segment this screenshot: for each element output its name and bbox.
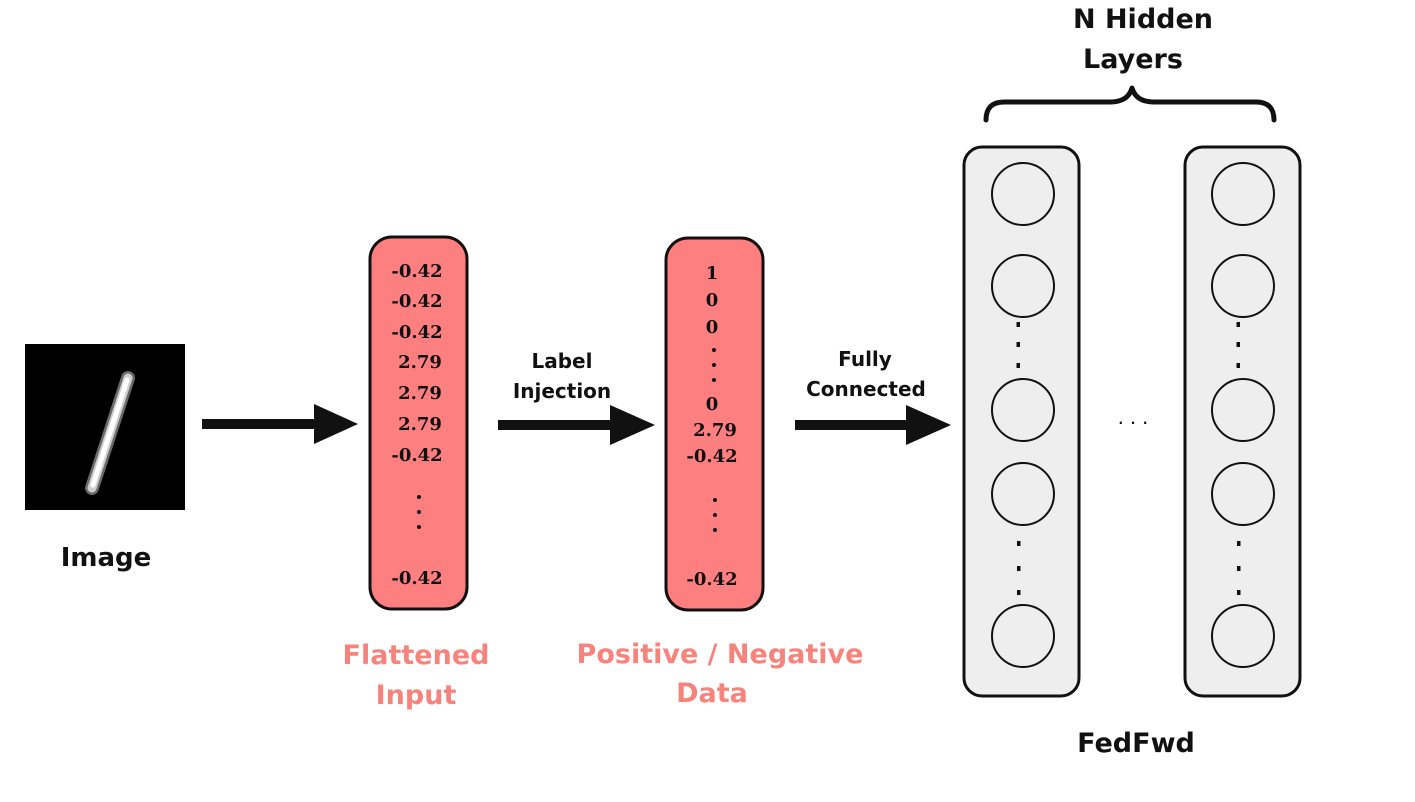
image-label: Image — [61, 543, 152, 573]
positive-negative-vector: 1 0 0 0 2.79 -0.42 -0.42 — [664, 236, 765, 612]
flat-value-1: -0.42 — [391, 261, 442, 282]
neuron — [1211, 162, 1275, 226]
pn-value-1: 1 — [706, 263, 719, 284]
fully-connected-line2: Connected — [806, 377, 926, 401]
fully-connected-line1: Fully — [838, 347, 892, 371]
neuron — [991, 254, 1055, 318]
neuron — [991, 604, 1055, 668]
hidden-layers-brace — [983, 85, 1277, 123]
neuron — [1211, 462, 1275, 526]
hidden-layers-title-line1: N Hidden — [1073, 4, 1213, 35]
arrow-fully-connected — [795, 405, 951, 445]
flat-value-2: -0.42 — [391, 291, 442, 312]
between-layers-ellipsis: . . . — [1118, 404, 1149, 429]
pn-value-5: 2.79 — [693, 420, 737, 441]
pn-value-2: 0 — [706, 290, 719, 311]
flattened-input-caption-line2: Input — [376, 680, 457, 711]
neuron — [1211, 604, 1275, 668]
fedfwd-caption: FedFwd — [1077, 728, 1195, 759]
pn-value-6: -0.42 — [686, 446, 737, 467]
pn-value-4: 0 — [706, 394, 719, 415]
neuron — [991, 462, 1055, 526]
pn-vertical-ellipsis-top — [712, 348, 716, 382]
flat-value-6: 2.79 — [398, 414, 442, 435]
flat-value-last: -0.42 — [391, 568, 442, 589]
layer1-ellipsis-top — [1016, 322, 1020, 368]
pos-neg-caption-line2: Data — [676, 678, 748, 709]
neuron — [1211, 254, 1275, 318]
pn-vertical-ellipsis-bottom — [713, 498, 717, 532]
hidden-layer-first — [962, 145, 1081, 698]
layer1-ellipsis-bottom — [1017, 541, 1021, 595]
label-injection-line1: Label — [532, 349, 593, 373]
pn-value-last: -0.42 — [686, 569, 737, 590]
flat-value-3: -0.42 — [391, 322, 442, 343]
flattened-input-vector: -0.42 -0.42 -0.42 2.79 2.79 2.79 -0.42 -… — [368, 235, 469, 611]
pn-value-3: 0 — [706, 317, 719, 338]
flattened-input-caption-line1: Flattened — [343, 640, 490, 671]
neuron — [991, 162, 1055, 226]
hidden-layer-last — [1183, 145, 1302, 698]
arrow-label-injection — [498, 405, 655, 445]
neuron — [1211, 378, 1275, 442]
layerN-ellipsis-top — [1236, 322, 1240, 368]
label-injection-line2: Injection — [513, 379, 611, 403]
flat-value-4: 2.79 — [398, 352, 442, 373]
mnist-image — [25, 344, 185, 510]
layerN-ellipsis-bottom — [1237, 541, 1241, 595]
flat-value-7: -0.42 — [391, 445, 442, 466]
hidden-layers-title-line2: Layers — [1083, 44, 1183, 75]
neuron — [991, 378, 1055, 442]
pos-neg-caption-line1: Positive / Negative — [577, 639, 864, 670]
flat-value-5: 2.79 — [398, 383, 442, 404]
flat-vertical-ellipsis — [417, 495, 421, 529]
arrow-image-to-input — [202, 404, 358, 444]
